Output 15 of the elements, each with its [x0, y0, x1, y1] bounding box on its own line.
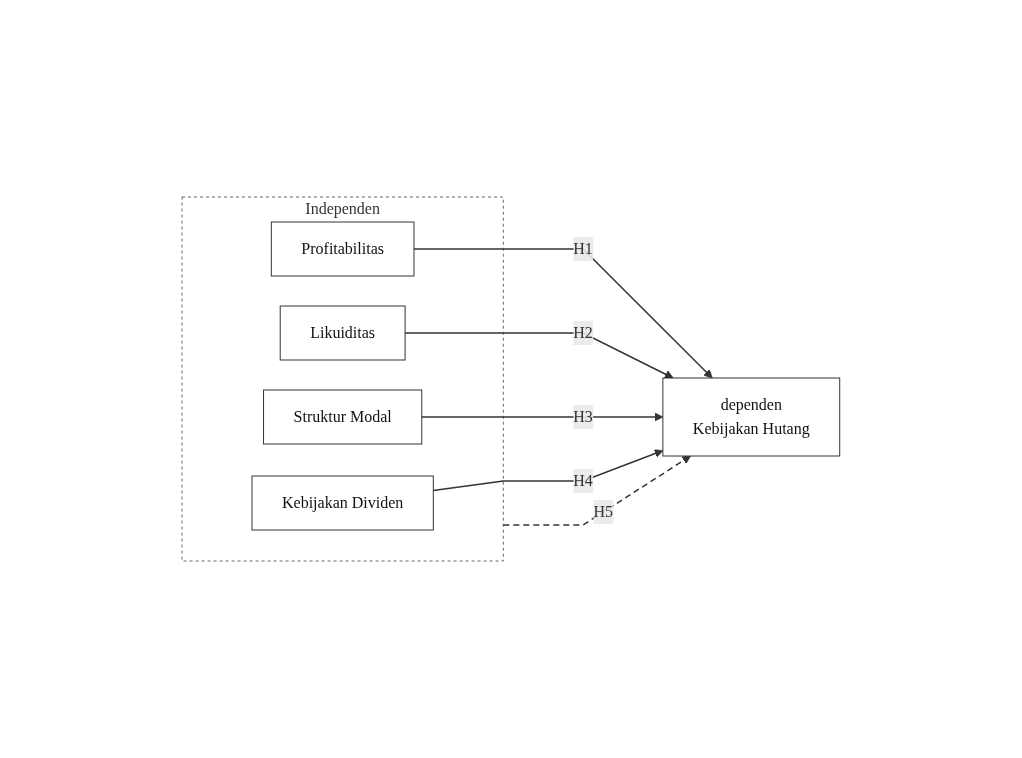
node-box: Profitabilitas	[270, 221, 415, 277]
arrow	[421, 412, 664, 422]
arrow	[404, 332, 674, 379]
node-box: dependen Kebijakan Hutang	[662, 377, 841, 457]
edge-label: H4	[573, 472, 593, 489]
edge-label: H5	[593, 503, 614, 521]
edge-label: H2	[573, 324, 593, 341]
edge-label: H3	[573, 408, 593, 425]
arrow	[502, 455, 692, 526]
node-box: Struktur Modal	[263, 389, 423, 445]
node-box: Likuiditas	[279, 305, 406, 361]
node-box: Kebijakan Dividen	[251, 475, 434, 531]
edge-label: H1	[573, 240, 593, 257]
arrow	[432, 449, 664, 492]
arrow	[413, 248, 713, 379]
